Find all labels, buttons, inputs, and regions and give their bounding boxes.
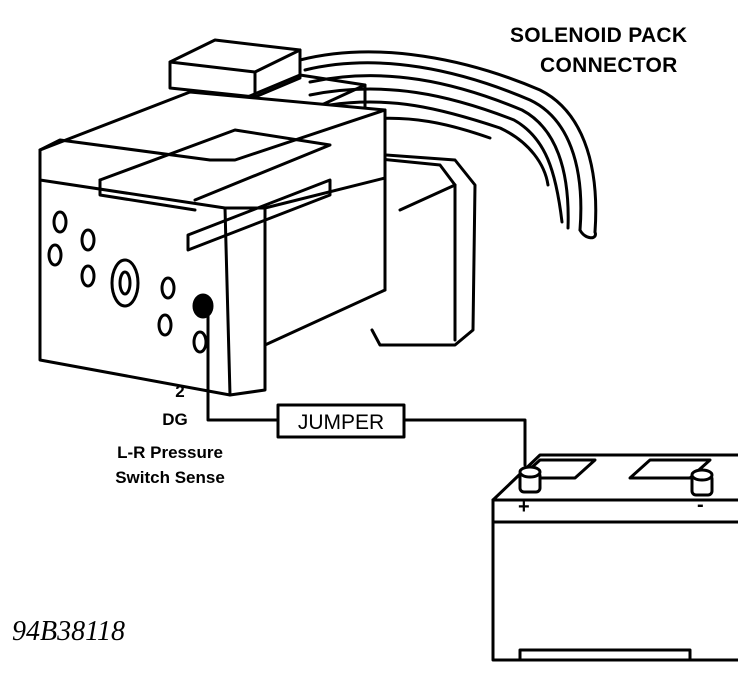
jumper-wire [206, 313, 527, 467]
figure-id: 94B38118 [12, 616, 126, 647]
wire-bundle [298, 50, 598, 240]
pin-description-line1: L-R Pressure [117, 443, 223, 462]
connector-pin-holes [47, 210, 214, 354]
jumper-label: JUMPER [297, 411, 385, 434]
connector-collar [316, 148, 477, 347]
connector-title-line2: CONNECTOR [540, 54, 678, 77]
pin-number-label: 2 [175, 382, 185, 401]
connector-title-line1: SOLENOID PACK [510, 24, 688, 47]
battery-positive-label: + [518, 496, 530, 518]
wire-color-label: DG [162, 410, 188, 429]
battery [491, 453, 738, 662]
battery-negative-label: - [697, 494, 704, 516]
pin-2-highlight [192, 293, 214, 319]
connector-body [38, 90, 387, 397]
pin-description-line2: Switch Sense [115, 468, 225, 487]
